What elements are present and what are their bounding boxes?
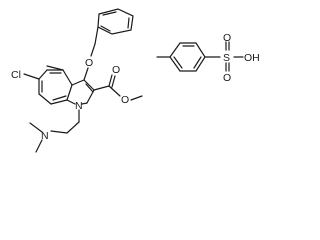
carbonyl-oxygen-label: O — [112, 64, 120, 76]
ester-oxygen-label: O — [121, 94, 129, 106]
ether-bond — [83, 67, 89, 81]
indole-ester-molecule: O Cl O O N N — [11, 8, 143, 153]
indole-benzene-ring — [38, 65, 73, 105]
methyl-ester-bonds — [93, 74, 143, 101]
amine-nitrogen-label: N — [41, 130, 49, 142]
sulfonyl-oxygen-top-label: O — [223, 32, 231, 44]
hydroxyl-label: OH — [244, 52, 260, 64]
sulfur-label: S — [223, 52, 230, 64]
tosylic-acid-molecule: S O O OH — [156, 32, 260, 84]
dimethylaminoethyl-bonds — [29, 109, 80, 153]
chemical-structure-canvas: O Cl O O N N S O O OH — [11, 8, 260, 153]
sulfonyl-bonds — [225, 41, 244, 72]
indole-nitrogen-label: N — [75, 100, 83, 112]
chloro-bond — [23, 73, 40, 80]
ether-oxygen-label: O — [85, 57, 93, 69]
indole-pyrrole-ring — [66, 79, 95, 105]
sulfonyl-oxygen-bottom-label: O — [223, 72, 231, 84]
benzyl-ch2-bonds — [90, 26, 99, 57]
chlorine-label: Cl — [11, 69, 21, 81]
